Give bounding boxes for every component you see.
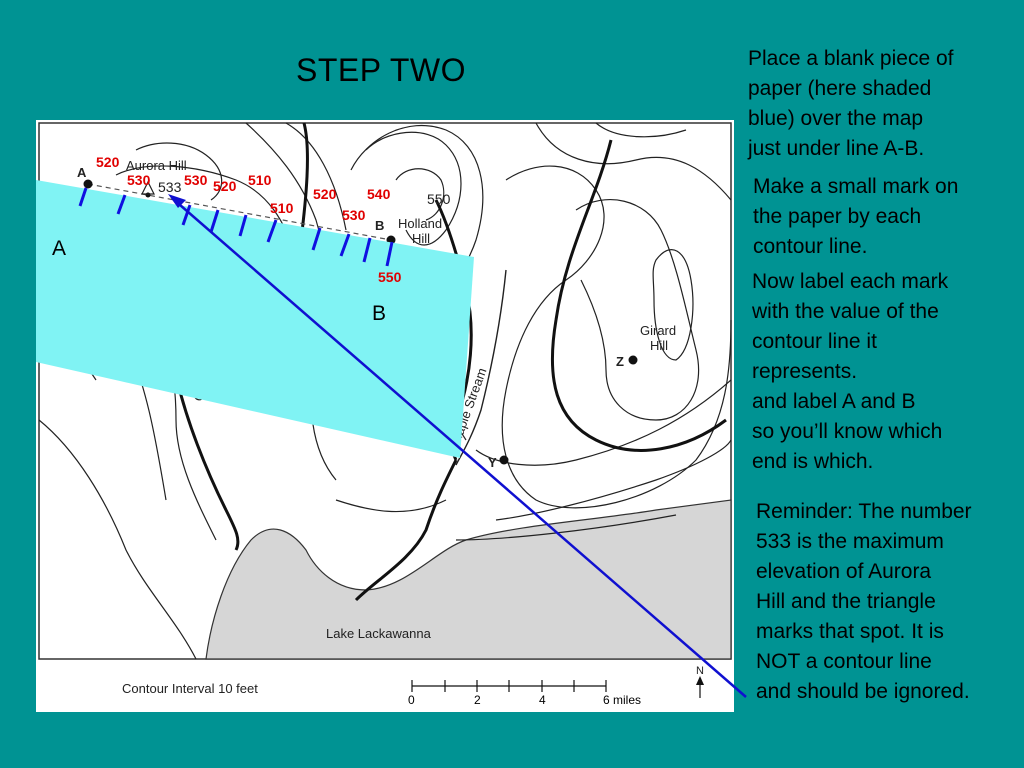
scale-label-4: 4 [539,693,546,707]
label-point-a: A [77,165,87,180]
mark-text-block: Make a small mark on the paper by each c… [753,172,958,262]
tick-1 [78,187,88,207]
scale-label-6: 6 miles [603,693,641,707]
label-line-7: end is which. [752,450,874,473]
label-line-2: with the value of the [752,300,939,323]
label-lake: Lake Lackawanna [326,626,432,641]
summit-triangle-icon [141,180,155,195]
reminder-line-1: Reminder: The number [756,500,972,523]
north-arrow-icon [696,676,704,685]
label-line-5: and label A and B [752,390,916,413]
tick-8 [339,233,351,257]
mark-labels: 520 530 530 520 510 510 520 540 530 550 [96,154,402,285]
mark-label-7: 520 [313,186,337,202]
label-contour-interval: Contour Interval 10 feet [122,681,258,696]
mark-label-3: 530 [184,172,208,188]
reminder-line-2: 533 is the maximum [756,530,944,553]
tick-6 [266,219,278,243]
pointer-arrow-line [171,197,747,698]
mark-label-1: 520 [96,154,120,170]
reminder-line-5: marks that spot. It is [756,620,944,643]
label-summit-533: 533 [158,179,182,195]
mark-label-9: 530 [342,207,366,223]
paper-end-a: A [52,237,67,260]
paper-ticks [78,187,394,267]
tick-10 [385,241,394,267]
label-point-b: B [375,218,384,233]
mark-label-10: 550 [378,269,402,285]
line-a-b [87,183,392,241]
tick-3 [181,204,192,226]
label-point-z: Z [616,354,624,369]
mark-line-1: Make a small mark on [753,175,959,198]
reminder-line-3: elevation of Aurora [756,560,932,583]
point-y-dot [499,455,509,465]
tick-9 [362,237,372,263]
tick-4 [209,209,220,233]
tick-2 [116,194,127,215]
point-z-dot [628,355,638,365]
label-text-block: Now label each mark with the value of th… [752,267,948,477]
label-point-y: Y [488,455,497,470]
label-girard-hill-2: Hill [650,338,668,353]
pointer-arrowhead-icon [168,194,186,208]
reminder-line-6: NOT a contour line [756,650,932,673]
mark-label-6: 510 [270,200,294,216]
instructions-block: Place a blank piece of paper (here shade… [748,44,953,164]
reminder-block: Reminder: The number 533 is the maximum … [756,497,972,707]
tick-7 [311,227,322,251]
instruction-line-2: paper (here shaded [748,77,932,100]
label-girard-hill-1: Girard [640,323,676,338]
label-holland-hill-1: Holland [398,216,442,231]
tick-5 [238,214,248,237]
scale-label-2: 2 [474,693,481,707]
instruction-line-4: just under line A-B. [748,137,925,160]
point-a-dot [83,179,93,189]
scale-bar: 0 2 4 6 miles [408,680,641,707]
reminder-line-4: Hill and the triangle [756,590,936,613]
label-contour-550: 550 [427,191,451,207]
mark-line-2: the paper by each [753,205,922,228]
blue-paper [36,180,474,458]
label-line-1: Now label each mark [752,270,949,293]
north-label: N [696,665,704,677]
slide-title: STEP TWO [296,52,466,88]
label-aurora-hill: Aurora Hill [126,158,187,173]
label-line-6: so you’ll know which [752,420,943,443]
paper-end-b: B [372,302,387,325]
label-line-3: contour line it [752,330,877,353]
mark-label-2: 530 [127,172,151,188]
mark-label-8: 540 [367,186,391,202]
mark-label-5: 510 [248,172,272,188]
lake-shape [205,499,732,660]
instruction-line-1: Place a blank piece of [748,47,954,70]
mark-label-4: 520 [213,178,237,194]
reminder-line-7: and should be ignored. [756,680,970,703]
scale-label-0: 0 [408,693,415,707]
instruction-line-3: blue) over the map [748,107,924,130]
mark-line-3: contour line. [753,235,868,258]
label-holland-hill-2: Hill [412,231,430,246]
label-line-4: represents. [752,360,858,383]
